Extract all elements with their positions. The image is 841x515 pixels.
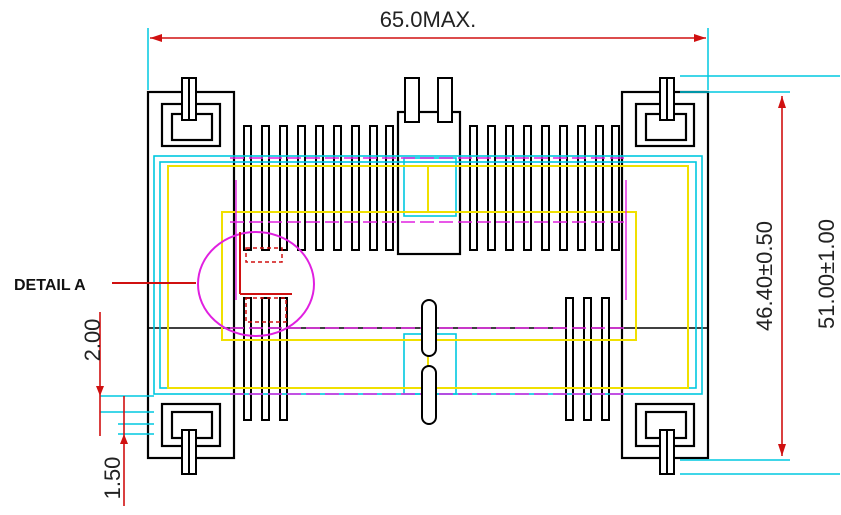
- winding-bar: [469, 125, 478, 251]
- winding-bar: [297, 125, 306, 251]
- winding-bar: [583, 297, 592, 421]
- winding-bar: [541, 125, 550, 251]
- winding-bar: [369, 125, 378, 251]
- pin-offset-label: 2.00: [80, 319, 105, 362]
- winding-bar: [279, 125, 288, 251]
- winding-bar: [523, 125, 532, 251]
- winding-bar: [315, 125, 324, 251]
- detail-a-callout: DETAIL A: [14, 231, 315, 337]
- winding-group-bottom-left: [243, 297, 288, 421]
- outer-height-label: 51.00±1.00: [814, 219, 839, 329]
- winding-bar: [595, 125, 604, 251]
- overall-width-dimension: 65.0MAX.: [147, 7, 709, 90]
- winding-bar: [611, 125, 620, 251]
- pin-pitch-dimension: 1.50: [100, 396, 128, 506]
- pin-offset-dimension: 2.00: [80, 312, 105, 436]
- winding-bar: [505, 125, 514, 251]
- pin-bottom-right: [659, 429, 675, 475]
- winding-bar: [261, 297, 270, 421]
- pin-top-left: [181, 77, 197, 121]
- winding-bar: [559, 125, 568, 251]
- pin-pitch-label: 1.50: [100, 457, 125, 500]
- winding-bar: [565, 297, 574, 421]
- winding-bar: [487, 125, 496, 251]
- center-slots: [421, 299, 437, 425]
- winding-group-bottom-right: [565, 297, 610, 421]
- inner-height-label: 46.40±0.50: [752, 221, 777, 331]
- winding-bar: [385, 125, 394, 251]
- pin-top-center: [404, 77, 453, 123]
- pin-top-right: [659, 77, 675, 121]
- winding-bar: [243, 297, 252, 421]
- winding-bar: [243, 125, 252, 251]
- overall-width-label: 65.0MAX.: [380, 7, 477, 32]
- winding-group-top-right: [469, 125, 620, 251]
- winding-bar: [333, 125, 342, 251]
- winding-bar: [261, 125, 270, 251]
- winding-bar: [601, 297, 610, 421]
- pin-bottom-left: [181, 429, 197, 475]
- detail-a-label: DETAIL A: [14, 277, 86, 294]
- winding-bar: [351, 125, 360, 251]
- inner-height-dimension: 46.40±0.50: [752, 96, 786, 456]
- outer-height-dimension: 51.00±1.00: [814, 219, 839, 329]
- winding-bar: [577, 125, 586, 251]
- winding-group-top-left: [243, 125, 394, 251]
